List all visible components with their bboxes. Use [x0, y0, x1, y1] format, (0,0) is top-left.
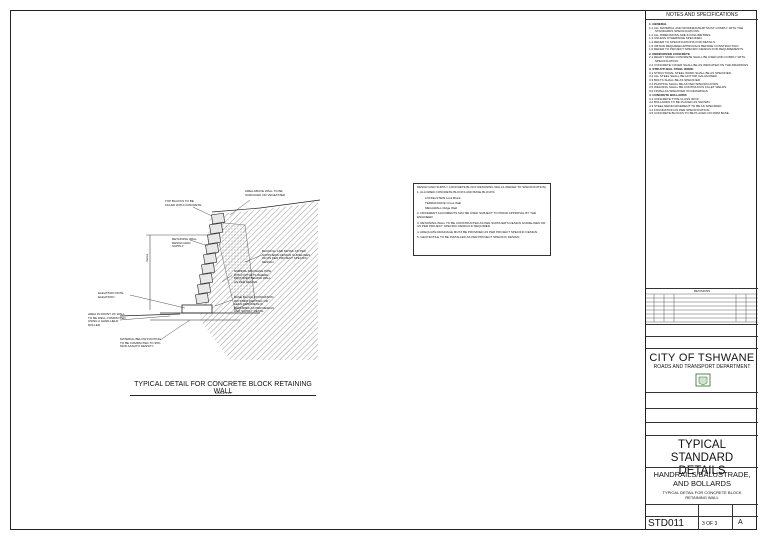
- series-title: TYPICAL STANDARD DETAILS: [670, 439, 734, 477]
- label-retaining-wall: RETAINING WALL DESIGN AND SUPPLY: [172, 237, 197, 249]
- notes-item: 1.5 OBTAIN REQUIRED APPROVALS BEFORE CON…: [649, 43, 740, 48]
- drawing-scale: SCALE 1:25: [214, 391, 232, 395]
- notes-item: 3.4 PAINTING SHALL BE AS PER SPECIFICATI…: [649, 81, 720, 86]
- ground-line-front: [119, 313, 181, 317]
- department-name: ROADS AND TRANSPORT DEPARTMENT: [653, 364, 751, 370]
- notes-item: 2.1 READY MIXED CONCRETE SHALL BE USED A…: [649, 55, 746, 63]
- notes-item: 4.3 STEEL REINFORCEMENT TO BE AS SPECIFI…: [649, 104, 723, 109]
- notes-item: 4.4 FOUNDATION AS PER SPECIFICATION.: [649, 107, 710, 112]
- subject-title: HANDRAILS/BALUSTRADE, AND BOLLARDS: [653, 470, 751, 488]
- label-base: BASE BLOCK FOUNDATION OR STRIP FOOTING O…: [234, 295, 274, 314]
- design-note: 2. DIFFERENT ALIGNMENTS MAY BE USED SUBJ…: [417, 211, 537, 220]
- notes-item: 1.2 ALL DIMENSIONS ARE IN MILLIMETRES.: [649, 32, 712, 37]
- design-note: 3. RETAINING WALL TO BE CONSTRUCTED AS P…: [417, 220, 546, 229]
- base-block: [181, 304, 213, 314]
- design-note: 1. ALLOWED CONCRETE BLOCKS AND BASE BLOC…: [417, 190, 496, 195]
- revisions-label: REVISIONS: [693, 289, 711, 293]
- notes-item: 4.5 CONCRETE BLOCKS TO BE PLACED ON FIRM…: [649, 111, 730, 116]
- label-height: Varies: [145, 253, 149, 262]
- label-drainage: SUBSOIL DRAINAGE PIPE WITH OUTLETS WHERE…: [234, 269, 272, 284]
- block-wall: [195, 212, 225, 305]
- notes-item: 1.4 REFER TO SPECIFICATIONS FOR DETAILS.: [649, 39, 716, 44]
- label-backfill: BACKFILL AND DETAIL AS PER SUPPLIERS DES…: [262, 249, 311, 264]
- design-note: 5. GEOTEXTILE TO BE INSTALLED AS PER PRO…: [417, 234, 521, 239]
- notes-header: NOTES AND SPECIFICATIONS: [666, 12, 738, 18]
- sheet-number: 3 OF 3: [702, 521, 718, 527]
- notes-item: 3.5 WELDING SHALL BE CONTINUOUS FILLET W…: [649, 85, 728, 90]
- sheet-border: [10, 10, 757, 530]
- notes-item: 3.6 FINISH AS SPECIFIED ON DRAWINGS.: [649, 88, 709, 93]
- label-area-above: AREA ABOVE WALL TO BE SURFACED OR VEGETA…: [245, 189, 286, 197]
- design-note: MEGAWALL Ridge Wall: [425, 206, 457, 211]
- notes-item: 3.3 BOLTS SHALL BE AS SPECIFIED.: [649, 77, 701, 82]
- design-note: 4. ADEQUATE DRAINAGE MUST BE PROVIDED AS…: [417, 229, 538, 234]
- design-notes-box: DESIGN AND SUPPLY CONCRETE BLOCK RETAINI…: [413, 183, 551, 256]
- notes-item: 3.2 ALL STEEL SHALL BE HOT DIP GALVANISE…: [649, 74, 718, 79]
- notes-item: 4.1 CONCRETE TYPE CLASS 30/19.: [649, 96, 700, 101]
- notes-list: 1. GENERAL 1.1 ALL MATERIAL AND WORKMANS…: [649, 22, 755, 116]
- drawing-title: TYPICAL DETAIL FOR CONCRETE BLOCK RETAIN…: [130, 381, 316, 396]
- drawing-number: STD011: [648, 518, 684, 529]
- authority-name: CITY OF TSHWANE: [649, 352, 755, 364]
- notes-heading: 2. REINFORCED CONCRETE: [649, 51, 690, 56]
- design-note: DESIGN AND SUPPLY CONCRETE BLOCK RETAINI…: [417, 185, 546, 189]
- notes-item: 2.2 CONCRETE COVER SHALL BE AS INDICATED…: [649, 62, 750, 67]
- label-material: MATERIAL BELOW FOOTING TO BE COMPACTED T…: [120, 337, 161, 349]
- notes-heading: 1. GENERAL: [649, 22, 668, 26]
- notes-item: 1.6 REFER TO PROJECT SPECIFIC DESIGN FOR…: [649, 47, 744, 52]
- ground-line-top: [211, 199, 321, 213]
- label-fill: AREA IN FRONT OF WALL TO BE WELL COMPACT…: [88, 312, 126, 327]
- title-block: NOTES AND SPECIFICATIONS 1. GENERAL 1.1 …: [645, 10, 758, 530]
- label-elevation: ELEVATION NOTE ELEVATION: [98, 291, 124, 299]
- backfill-zone: [213, 221, 256, 311]
- revisions-table: [646, 293, 758, 323]
- coat-of-arms-logo: [695, 373, 711, 387]
- design-note: LOFFELSTEIN Lock Block: [425, 195, 461, 200]
- notes-heading: 3. STRUCTURAL STEEL WORK: [649, 67, 694, 72]
- notes-item: 1.1 ALL MATERIAL AND WORKMANSHIP MUST CO…: [649, 25, 744, 34]
- design-note: TERRAFORCE Cross Wall: [425, 200, 461, 205]
- notes-item: 3.1 STRUCTURAL STEEL WORK SHALL BE AS SP…: [649, 70, 732, 75]
- notes-heading: 4. CONCRETE BOLLARDS: [649, 93, 687, 98]
- sheet-title: TYPICAL DETAIL FOR CONCRETE BLOCK RETAIN…: [662, 490, 742, 500]
- label-top-blocks: TOP BLOCKS TO BE FILLED WITH CONCRETE: [165, 199, 202, 207]
- notes-item: 4.2 BOLLARDS TO BE PLACED AS SHOWN.: [649, 100, 711, 105]
- notes-item: 1.3 UNLESS OTHERWISE SPECIFIED.: [649, 36, 703, 41]
- revision-letter: A: [738, 519, 743, 526]
